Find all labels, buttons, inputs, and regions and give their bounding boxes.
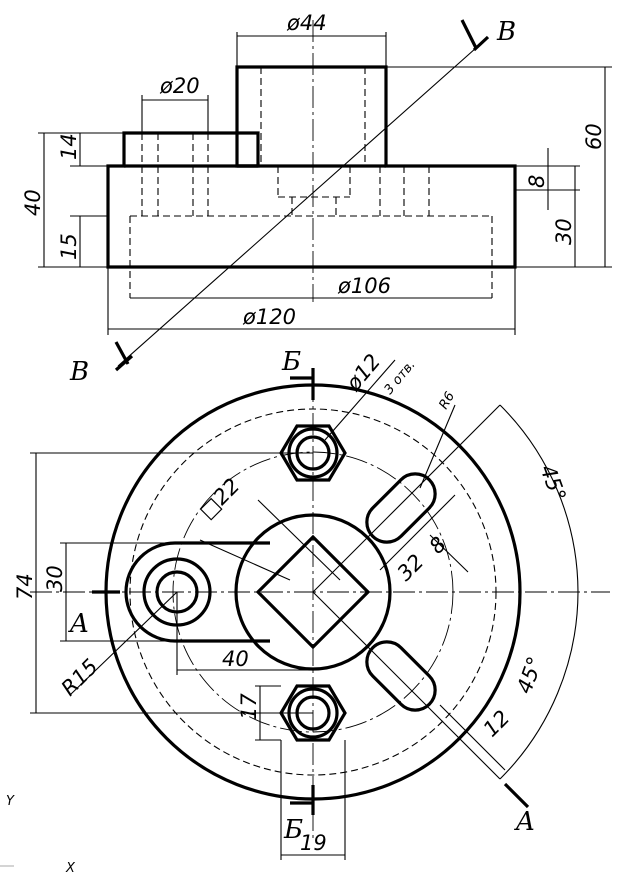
dim-r15: R15 [57,654,103,700]
label-be-top: Б [281,347,301,377]
dim-h8: 8 [525,175,549,188]
front-view-hidden-lines [129,67,493,298]
label-a-left: A [68,609,89,639]
ucs-icon: Y X [0,794,76,876]
dim-d40: 40 [222,647,249,671]
dim-d106: ø106 [337,274,391,298]
dim-h74: 74 [13,573,37,600]
label-a-bottom: A [514,807,535,837]
central-boss [234,513,392,671]
slot-upper [365,472,437,544]
dim-d19: 19 [300,831,327,855]
dim-h30v: 30 [552,218,576,245]
dim-d44: ø44 [286,11,327,35]
dim-h60: 60 [582,123,606,150]
ucs-x-label: X [65,861,76,876]
dim-angle-45-bottom: 45° [512,654,547,697]
dim-h30: 30 [43,565,67,592]
dim-r6: R6 [436,390,458,412]
dim-d17: 17 [237,693,261,720]
label-b-top: B [496,17,516,47]
dim-32: 32 [393,550,429,586]
ucs-y-label: Y [6,794,15,809]
dim-h40: 40 [21,189,45,216]
dim-angle-45-top: 45° [535,462,570,505]
section-b-cutting-line [117,39,486,367]
label-b-bottom: B [69,357,89,387]
dim-d20: ø20 [159,74,200,98]
front-view: ø44 ø20 14 40 15 60 8 30 ø106 [21,11,612,387]
note-3-holes: 3 отв. [382,357,419,397]
top-view: 45° 45° 32 8 12 R6 ø12 3 отв. □22 74 30 … [13,347,610,860]
dim-d120: ø120 [242,305,296,329]
dim-8: 8 [425,532,451,558]
slot-lower [365,640,437,712]
dim-sq22: □22 [195,474,245,524]
dim-h15: 15 [57,233,81,260]
label-be-bottom: Б [283,815,303,845]
dim-h14: 14 [57,133,81,160]
